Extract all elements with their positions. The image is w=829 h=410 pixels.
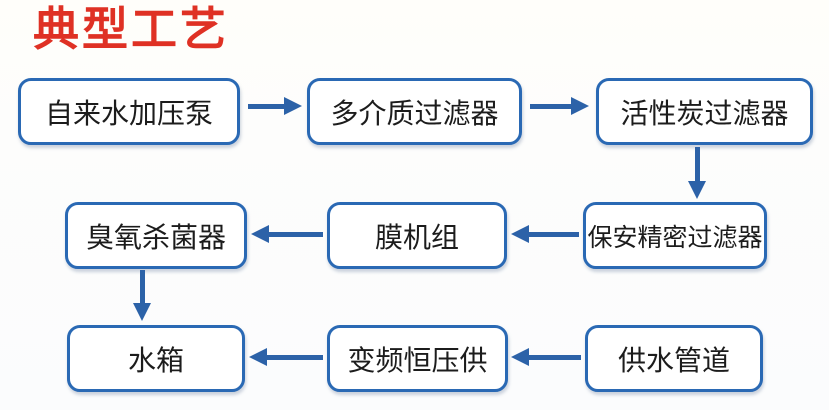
arrow-right-icon bbox=[530, 97, 589, 115]
flow-node-label: 水箱 bbox=[127, 343, 184, 377]
flow-node-water-tank: 水箱 bbox=[67, 325, 245, 392]
page-title: 典型工艺 bbox=[33, 2, 229, 56]
flow-node-label: 保安精密过滤器 bbox=[587, 222, 763, 252]
flow-node-label: 活性炭过滤器 bbox=[620, 96, 789, 130]
flow-node-activated-carbon-filter: 活性炭过滤器 bbox=[596, 78, 813, 145]
flow-node-security-precision-filter: 保安精密过滤器 bbox=[583, 202, 767, 269]
flow-node-label: 膜机组 bbox=[374, 220, 459, 254]
arrow-left-icon bbox=[511, 225, 579, 243]
arrow-left-icon bbox=[251, 225, 323, 243]
arrow-right-icon bbox=[248, 97, 302, 115]
flow-node-ozone-sterilizer: 臭氧杀菌器 bbox=[65, 202, 247, 269]
arrow-down-icon bbox=[133, 270, 151, 321]
flow-node-label: 臭氧杀菌器 bbox=[85, 220, 226, 254]
flow-node-label: 供水管道 bbox=[617, 343, 730, 377]
flow-node-multi-media-filter: 多介质过滤器 bbox=[307, 78, 522, 145]
flow-node-label: 自来水加压泵 bbox=[44, 96, 213, 130]
flow-node-membrane-unit: 膜机组 bbox=[327, 202, 507, 269]
flow-node-label: 变频恒压供 bbox=[347, 343, 488, 377]
flow-node-water-supply-pipeline: 供水管道 bbox=[585, 325, 763, 392]
arrow-left-icon bbox=[249, 348, 323, 366]
flow-node-label: 多介质过滤器 bbox=[330, 96, 499, 130]
arrow-down-icon bbox=[688, 147, 706, 199]
arrow-left-icon bbox=[511, 348, 581, 366]
flow-node-vfd-constant-pressure-supply: 变频恒压供 bbox=[327, 325, 508, 392]
flow-node-tap-water-booster-pump: 自来水加压泵 bbox=[18, 78, 240, 145]
